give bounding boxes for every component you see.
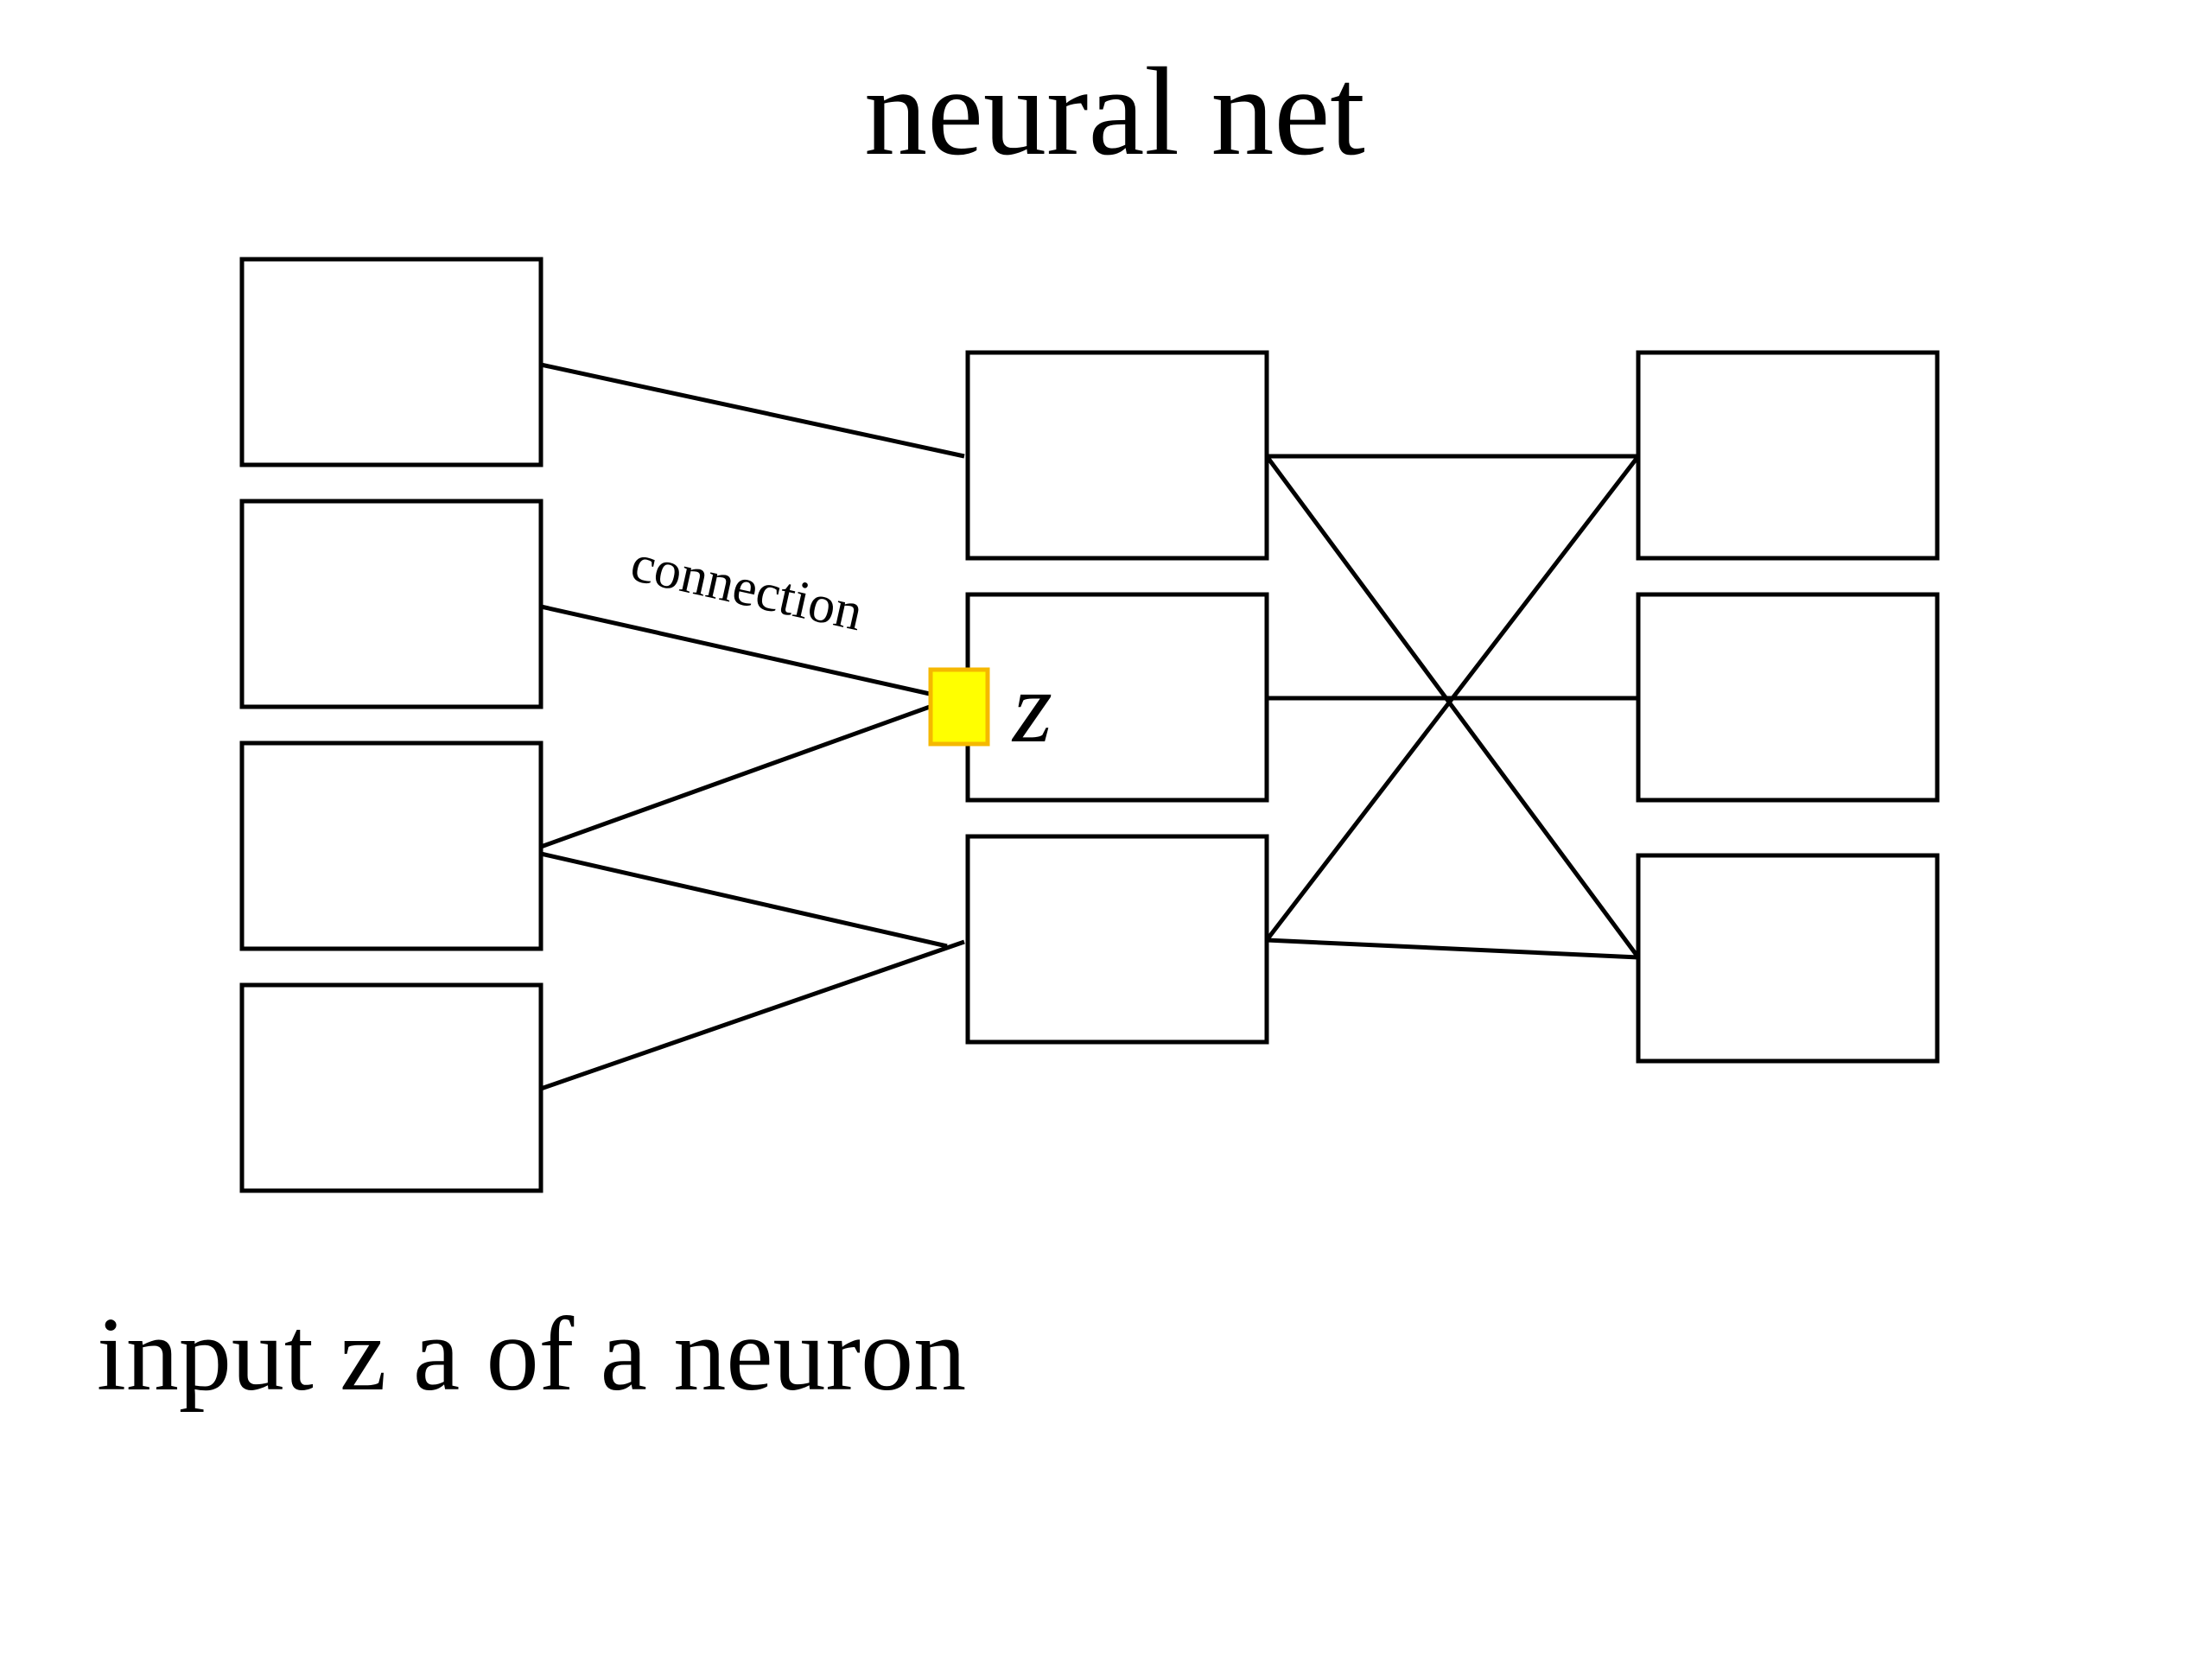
connection-label: connection [626, 534, 868, 643]
input-neuron-3 [239, 741, 543, 951]
slide-caption: input z a of a neuron [97, 1296, 966, 1413]
input-neuron-1 [239, 257, 543, 467]
edge-input1-hidden1 [540, 362, 965, 459]
edge-input3-hidden2 [540, 704, 931, 849]
edge-hidden3-output1 [1265, 454, 1640, 942]
output-neuron-3 [1636, 853, 1940, 1064]
hidden-layer [965, 350, 1269, 1045]
edge-input3-hidden3 [540, 851, 948, 949]
input-layer [239, 257, 543, 1193]
edge-hidden1-output3 [1264, 454, 1641, 959]
edge-hidden3-output3 [1266, 938, 1639, 960]
edge-input4-hidden3 [540, 939, 965, 1091]
z-label: z [1011, 651, 1052, 764]
hidden-neuron-1 [965, 350, 1269, 561]
slide-title: neural net [864, 41, 1365, 181]
edge-input2-hidden2 [540, 604, 931, 696]
output-neuron-2 [1636, 592, 1940, 803]
input-neuron-4 [239, 982, 543, 1193]
output-layer [1636, 350, 1940, 1064]
connections [540, 362, 1641, 1091]
output-neuron-1 [1636, 350, 1940, 561]
hidden-neuron-3 [965, 834, 1269, 1045]
input-neuron-2 [239, 499, 543, 709]
input-z-marker [928, 667, 990, 747]
